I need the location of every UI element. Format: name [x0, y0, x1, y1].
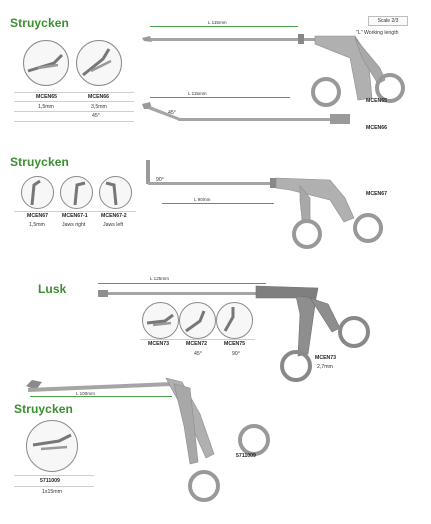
code-mcen72: MCEN72 — [186, 341, 208, 347]
working-length-note: "L" Working length — [356, 30, 399, 36]
tip-detail-mcen75 — [216, 302, 253, 339]
dimension-label: L 115mm — [188, 91, 207, 96]
instrument-label-mcen65: MCEN65 — [366, 98, 388, 104]
separator — [14, 211, 136, 212]
instrument-label-5711009: 5711009 — [236, 453, 256, 459]
code-mcen73: MCEN73 — [148, 341, 170, 347]
note-jaws-left: Jaws left — [103, 222, 124, 228]
separator — [14, 101, 134, 102]
dimension-label: L 115mm — [208, 20, 227, 25]
forceps-tip-icon — [146, 313, 174, 327]
size-mcen73: 2,7mm — [317, 364, 333, 370]
dimension-line — [162, 203, 274, 204]
size-mcen66: 3,5mm — [91, 104, 107, 110]
dimension-label: L 125mm — [150, 276, 169, 281]
tip-detail-mcen65 — [23, 40, 69, 86]
section-heading-lusk: Lusk — [38, 282, 67, 296]
forceps-tip-icon — [82, 48, 112, 77]
angle-mcen66: 45° — [92, 113, 100, 119]
size-5711009: 1x15mm — [42, 489, 62, 495]
dimension-label: L 100mm — [76, 391, 95, 396]
instrument-label-mcen67: MCEN67 — [366, 191, 388, 197]
forceps-tip-icon — [223, 307, 235, 332]
instrument-mcen66 — [142, 102, 350, 124]
separator — [140, 339, 255, 340]
separator — [14, 111, 134, 112]
separator — [14, 92, 134, 93]
separator — [14, 486, 94, 487]
separator — [14, 475, 94, 476]
tip-detail-mcen67-2 — [99, 176, 132, 209]
note-jaws-right: Jaws right — [62, 222, 86, 228]
tip-detail-mcen67-1 — [60, 176, 93, 209]
tip-detail-5711009 — [26, 420, 78, 472]
dimension-line — [150, 97, 290, 98]
forceps-tip-icon — [73, 181, 86, 206]
angle-mcen75: 90° — [232, 351, 240, 357]
instrument-label-mcen66: MCEN66 — [366, 125, 388, 131]
instrument-mcen65 — [142, 34, 405, 107]
angle-label: 90° — [156, 177, 164, 183]
angle-label: 45° — [168, 110, 176, 116]
section-heading-struycken-3: Struycken — [14, 402, 73, 416]
code-5711009: 5711009 — [40, 478, 60, 484]
instrument-mcen67 — [146, 160, 383, 249]
scale-label: Scale 2/3 — [368, 16, 408, 26]
angle-mcen72: 45° — [194, 351, 202, 357]
instrument-mcen73 — [98, 285, 370, 382]
note-size: 1,5mm — [29, 222, 45, 228]
dimension-line — [98, 283, 266, 284]
code-mcen67-1: MCEN67-1 — [62, 213, 88, 219]
section-heading-struycken-2: Struycken — [10, 155, 69, 169]
tip-detail-mcen66 — [76, 40, 122, 86]
forceps-tip-icon — [32, 433, 72, 451]
instrument-label-mcen73: MCEN73 — [315, 355, 337, 361]
tip-detail-mcen67 — [21, 176, 54, 209]
separator — [14, 121, 134, 122]
dimension-label: L 90mm — [194, 197, 211, 202]
code-mcen75: MCEN75 — [224, 341, 246, 347]
tip-detail-mcen73 — [142, 302, 179, 339]
instrument-5711009 — [26, 377, 270, 502]
forceps-tip-icon — [27, 53, 64, 73]
dimension-line — [30, 396, 172, 397]
code-mcen67: MCEN67 — [27, 213, 49, 219]
tip-detail-mcen72 — [179, 302, 216, 339]
forceps-tip-icon — [30, 179, 41, 206]
forceps-tip-icon — [105, 181, 118, 206]
code-mcen66: MCEN66 — [88, 94, 110, 100]
dimension-line — [150, 26, 298, 27]
forceps-tip-icon — [185, 310, 206, 333]
size-mcen65: 1,5mm — [38, 104, 54, 110]
code-mcen65: MCEN65 — [36, 94, 58, 100]
section-heading-struycken-1: Struycken — [10, 16, 69, 30]
code-mcen67-2: MCEN67-2 — [101, 213, 127, 219]
